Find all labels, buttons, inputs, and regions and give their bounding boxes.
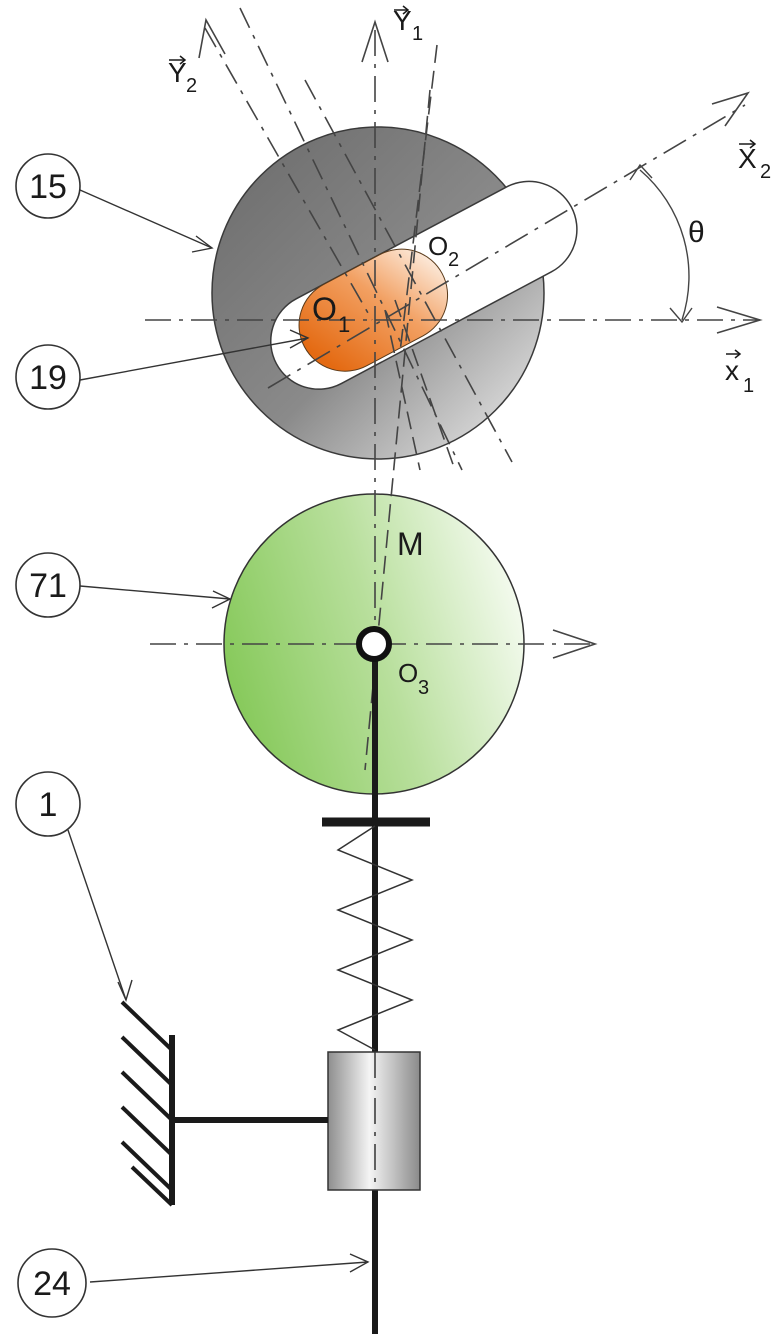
theta-arc: [629, 163, 693, 324]
label-m: M: [397, 526, 424, 562]
callout-leaders: [67, 189, 370, 1283]
label-y2: Y 2: [168, 55, 197, 97]
spring: [336, 825, 414, 1051]
ground-frame: [120, 1000, 328, 1207]
label-o2: O 2: [428, 231, 459, 271]
svg-text:Y: Y: [168, 57, 187, 88]
svg-text:X: X: [738, 143, 757, 174]
svg-text:θ: θ: [688, 216, 705, 249]
axis-arrows: [198, 17, 763, 659]
svg-text:O: O: [312, 291, 337, 327]
callout-frame: 1: [15, 771, 81, 837]
callout-cam: 15: [15, 153, 81, 219]
svg-text:O: O: [428, 231, 448, 261]
svg-text:19: 19: [29, 359, 67, 397]
label-o3: O 3: [398, 658, 429, 699]
label-o1: O 1: [312, 291, 350, 337]
svg-text:2: 2: [760, 161, 771, 183]
svg-text:1: 1: [39, 786, 58, 824]
svg-text:Y: Y: [393, 5, 412, 36]
svg-text:2: 2: [186, 75, 197, 97]
label-y1: Y 1: [393, 5, 423, 45]
svg-text:71: 71: [29, 567, 67, 605]
svg-text:2: 2: [448, 249, 459, 271]
svg-text:24: 24: [33, 1265, 71, 1303]
label-x1: x 1: [725, 349, 754, 397]
callout-rod: 24: [17, 1248, 87, 1318]
svg-text:1: 1: [412, 23, 423, 45]
svg-text:O: O: [398, 658, 418, 688]
slider-pin: [298, 248, 449, 372]
svg-text:1: 1: [338, 312, 350, 337]
svg-text:M: M: [397, 526, 424, 562]
svg-text:1: 1: [743, 375, 754, 397]
svg-text:3: 3: [418, 677, 429, 699]
callout-roller: 71: [15, 552, 81, 618]
svg-text:x: x: [725, 355, 739, 386]
pivot-o3: [356, 626, 392, 662]
callout-pin: 19: [15, 344, 81, 410]
slider-block: [327, 1051, 421, 1191]
label-x2: X 2: [738, 139, 771, 183]
svg-text:15: 15: [29, 168, 67, 206]
label-theta: θ: [688, 216, 705, 249]
